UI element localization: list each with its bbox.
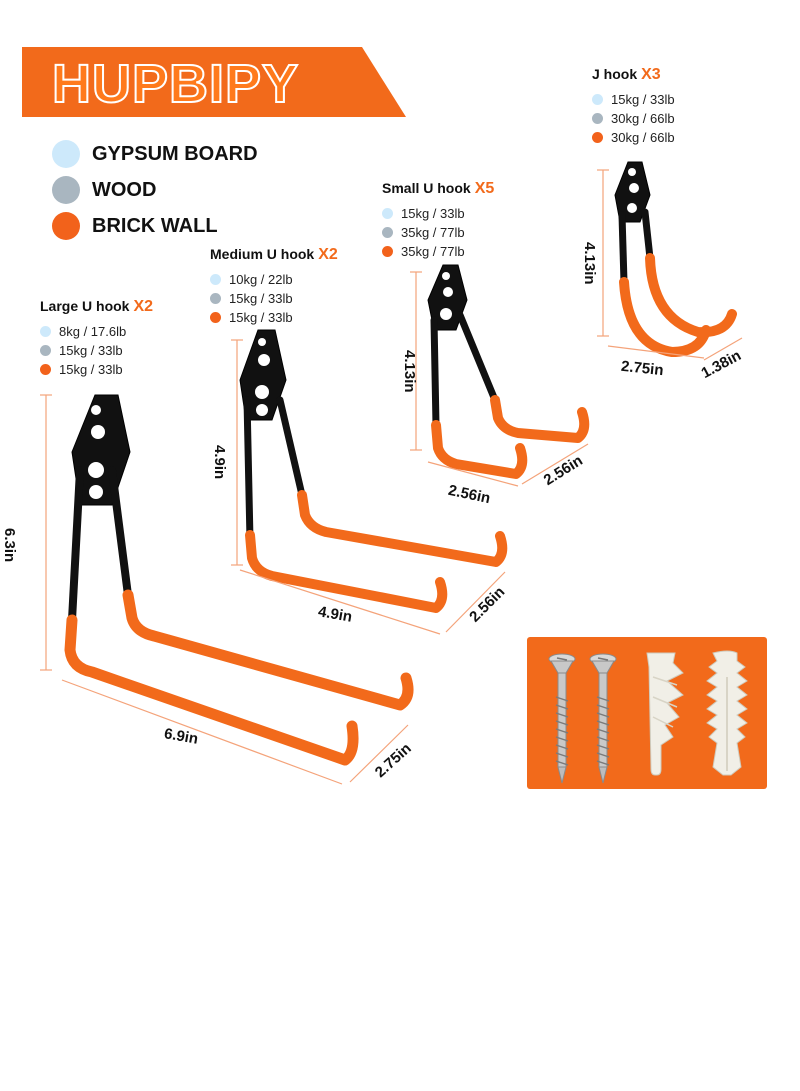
legend-label: GYPSUM BOARD <box>92 142 258 165</box>
small-height-dim: 4.13in <box>401 350 418 393</box>
j-height-dim: 4.13in <box>581 242 598 285</box>
hook-qty: X3 <box>641 66 661 83</box>
medium-u-hook-icon <box>231 329 508 635</box>
medium-height-dim: 4.9in <box>211 445 228 480</box>
gypsum-dot-icon <box>210 274 221 285</box>
spec-brick: 15kg / 33lb <box>40 360 153 379</box>
wood-dot-icon <box>210 293 221 304</box>
spec-value: 10kg / 22lb <box>229 272 293 287</box>
j-hook-icon <box>597 161 743 361</box>
spec-gypsum: 15kg / 33lb <box>592 90 675 109</box>
screw-icon <box>548 653 576 784</box>
spec-value: 15kg / 33lb <box>59 362 123 377</box>
spec-value: 30kg / 66lb <box>611 111 675 126</box>
wood-dot-icon <box>592 113 603 124</box>
spec-value: 15kg / 33lb <box>229 291 293 306</box>
wood-dot-icon <box>40 345 51 356</box>
legend-label: WOOD <box>92 178 157 201</box>
legend-item-wood: WOOD <box>52 172 258 208</box>
wood-dot-icon <box>52 176 80 204</box>
spec-value: 15kg / 33lb <box>229 310 293 325</box>
brand-name: HUPBIPY <box>51 53 300 115</box>
expansion-plug-icon <box>706 650 748 776</box>
brand-banner: HUPBIPY <box>22 47 406 117</box>
spec-brick: 30kg / 66lb <box>592 128 675 147</box>
small-u-hook-icon <box>410 264 590 487</box>
spec-value: 35kg / 77lb <box>401 225 465 240</box>
hook-qty: X2 <box>133 298 154 315</box>
large-u-hook-icon <box>40 394 414 785</box>
brick-dot-icon <box>40 364 51 375</box>
spec-value: 15kg / 33lb <box>59 343 123 358</box>
banner-shape <box>22 47 406 117</box>
spec-value: 35kg / 77lb <box>401 244 465 259</box>
spec-wood: 30kg / 66lb <box>592 109 675 128</box>
legend-item-gypsum: GYPSUM BOARD <box>52 136 258 172</box>
large-height-dim: 6.3in <box>1 528 18 563</box>
hook-name: Medium U hook <box>210 246 315 262</box>
spec-value: 15kg / 33lb <box>401 206 465 221</box>
spec-wood: 15kg / 33lb <box>40 341 153 360</box>
accessories-illustration <box>548 650 748 784</box>
brick-dot-icon <box>382 246 393 257</box>
spec-wood: 35kg / 77lb <box>382 223 494 242</box>
wood-dot-icon <box>382 227 393 238</box>
hook-name: J hook <box>592 66 638 82</box>
spec-value: 30kg / 66lb <box>611 130 675 145</box>
gypsum-dot-icon <box>592 94 603 105</box>
brick-dot-icon <box>52 212 80 240</box>
accessories-panel <box>527 637 767 789</box>
gypsum-dot-icon <box>40 326 51 337</box>
hook-qty: X2 <box>318 246 338 263</box>
wall-anchor-icon <box>646 652 684 776</box>
spec-gypsum: 8kg / 17.6lb <box>40 322 153 341</box>
gypsum-dot-icon <box>52 140 80 168</box>
hook-name: Large U hook <box>40 298 130 314</box>
spec-value: 8kg / 17.6lb <box>59 324 127 339</box>
spec-gypsum: 15kg / 33lb <box>382 204 494 223</box>
brick-dot-icon <box>210 312 221 323</box>
material-legend: GYPSUM BOARD WOOD BRICK WALL <box>52 136 258 244</box>
spec-wood: 15kg / 33lb <box>210 289 338 308</box>
legend-label: BRICK WALL <box>92 214 218 237</box>
brick-dot-icon <box>592 132 603 143</box>
legend-item-brick: BRICK WALL <box>52 208 258 244</box>
hook-qty: X5 <box>474 180 495 197</box>
screw-icon <box>589 653 617 784</box>
spec-gypsum: 10kg / 22lb <box>210 270 338 289</box>
hook-name: Small U hook <box>382 180 471 196</box>
spec-value: 15kg / 33lb <box>611 92 675 107</box>
spec-brick: 15kg / 33lb <box>210 308 338 327</box>
spec-brick: 35kg / 77lb <box>382 242 494 261</box>
gypsum-dot-icon <box>382 208 393 219</box>
